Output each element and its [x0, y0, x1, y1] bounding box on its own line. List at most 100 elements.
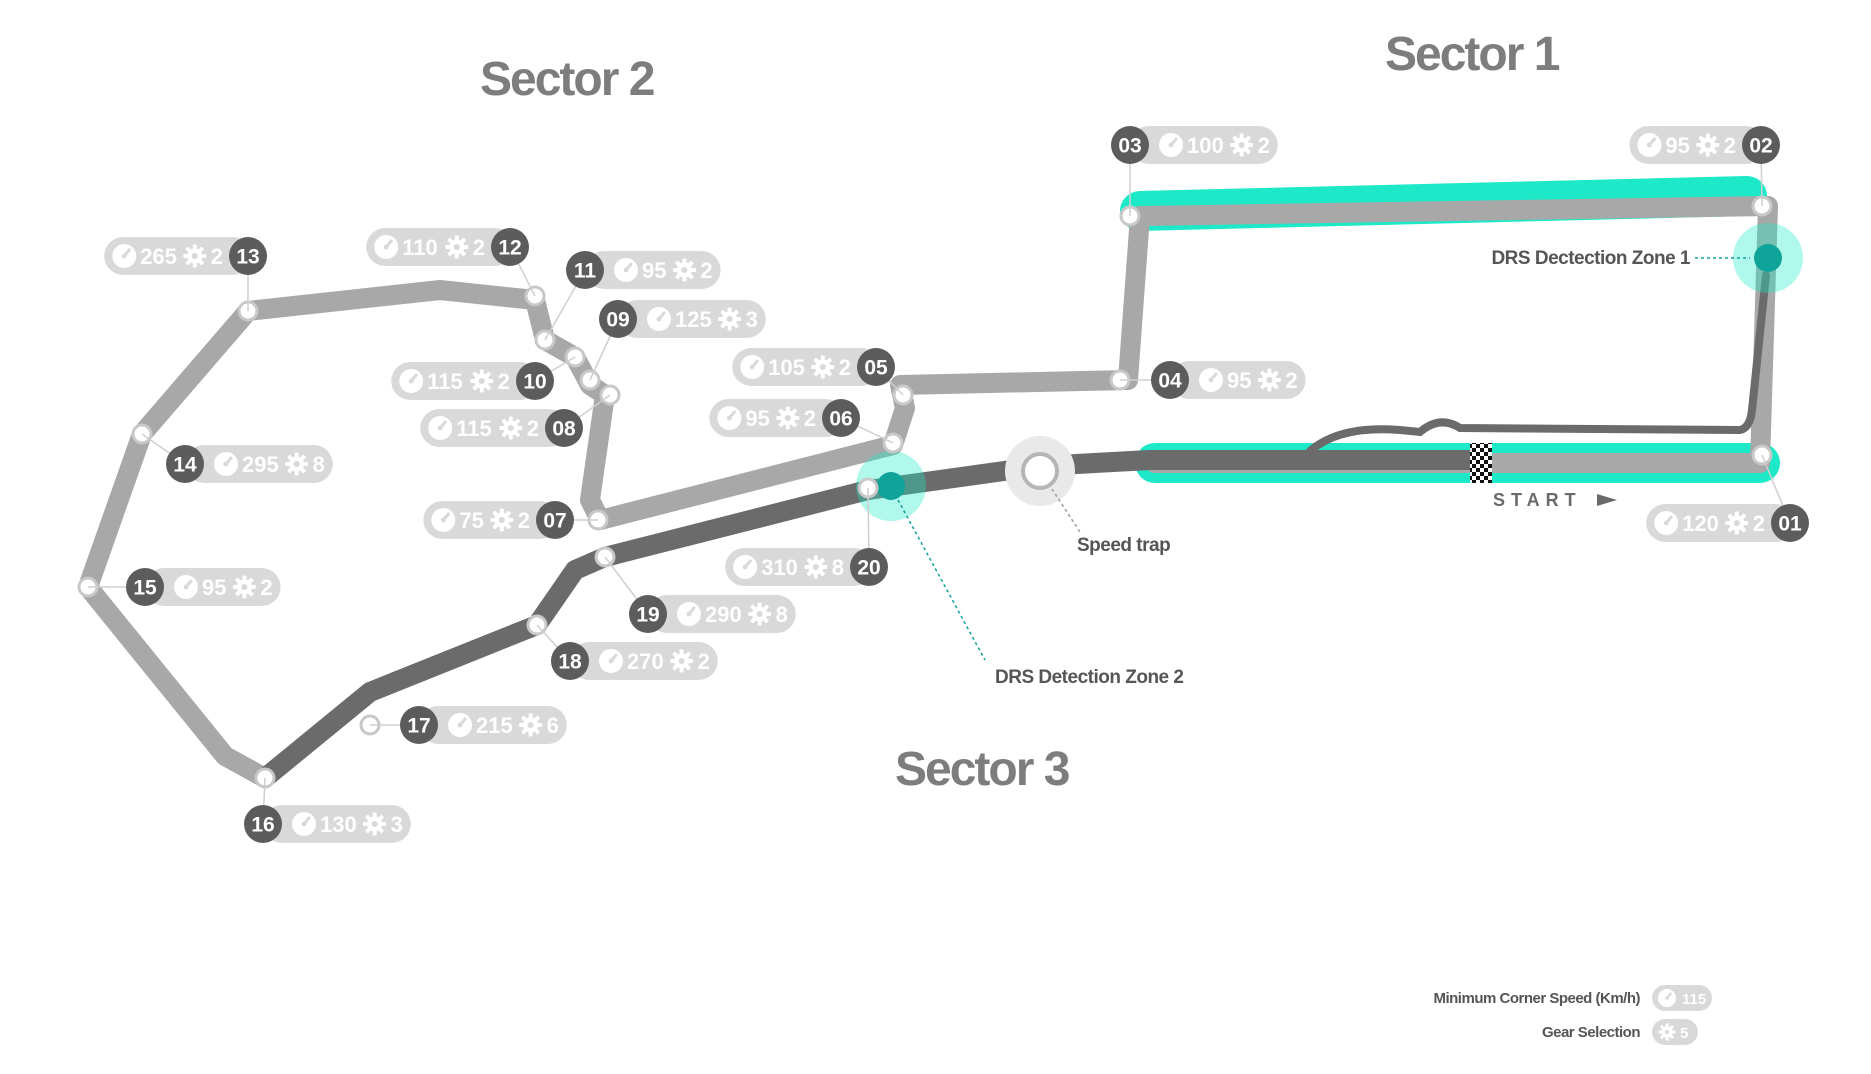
corner-speed: 115 [456, 416, 492, 441]
start-finish-line [1470, 443, 1492, 483]
corner-gear: 6 [547, 713, 559, 738]
gear-icon [718, 307, 742, 331]
corner-number-badge [400, 706, 438, 744]
corner-speed: 95 [1665, 133, 1689, 158]
corner-number-badge [850, 548, 888, 586]
speedometer-icon [428, 416, 453, 440]
corner-gear: 2 [473, 235, 485, 260]
corner-gear: 3 [391, 812, 403, 837]
corner-speed: 270 [627, 649, 664, 674]
corner-number: 12 [498, 237, 521, 260]
corner-number-badge [629, 595, 667, 633]
drs-detection-2-dot [877, 472, 905, 500]
legend-gear-label: Gear Selection [1542, 1024, 1640, 1041]
sector-2-title: Sector 2 [480, 53, 654, 106]
corner-number: 01 [1778, 513, 1802, 536]
gear-icon [1230, 133, 1254, 157]
legend-speed-icon [1658, 989, 1676, 1007]
corner-speed: 290 [705, 602, 742, 627]
corner-number: 14 [173, 454, 197, 477]
corner-pill [104, 237, 252, 275]
corner-gear: 2 [527, 416, 539, 441]
speedometer-icon [1637, 133, 1662, 157]
corner-gear: 3 [746, 307, 758, 332]
speedometer-icon [448, 713, 472, 737]
gear-icon [670, 649, 694, 673]
speedometer-icon [374, 235, 399, 259]
corner-gear: 2 [1285, 368, 1297, 393]
drs-detection-1-label: DRS Dectection Zone 1 [1491, 248, 1690, 269]
corner-number-badge [566, 251, 604, 289]
corner-number: 15 [133, 577, 157, 600]
speed-trap-leader [1051, 488, 1081, 533]
gear-icon [776, 406, 800, 430]
gear-icon [1725, 511, 1749, 535]
gear-icon [445, 235, 469, 259]
gear-icon [363, 812, 387, 836]
corner-number-badge [545, 409, 583, 447]
gear-icon [499, 416, 523, 440]
corner-gear: 2 [498, 369, 510, 394]
corner-speed: 95 [1227, 368, 1251, 393]
drs-detection-1-dot [1754, 244, 1782, 272]
corner-pill [366, 228, 514, 266]
corner-number: 17 [407, 715, 430, 738]
corner-gear: 2 [518, 508, 530, 533]
corner-number-badge [166, 445, 204, 483]
speedometer-icon [174, 575, 198, 599]
corner-number-badge [491, 228, 529, 266]
corner-gear: 2 [1724, 133, 1736, 158]
corner-number: 09 [606, 309, 629, 332]
corner-number-badge [1151, 361, 1189, 399]
corner-number: 07 [543, 510, 566, 533]
corner-speed: 125 [675, 307, 712, 332]
gear-icon [672, 258, 696, 282]
corner-gear: 8 [776, 602, 788, 627]
corner-speed: 95 [745, 406, 769, 431]
corner-number-badge [229, 237, 267, 275]
gear-icon [1257, 368, 1281, 392]
corner-gear: 2 [211, 244, 223, 269]
speedometer-icon [1199, 368, 1223, 392]
speedometer-icon [399, 369, 424, 393]
corner-number-badge [536, 501, 574, 539]
corner-number-badge [516, 362, 554, 400]
corner-speed: 310 [761, 555, 798, 580]
pit-lane [1306, 271, 1770, 455]
corner-pill [725, 548, 873, 586]
corner-pill [732, 348, 880, 386]
corner-gear: 8 [313, 452, 325, 477]
corner-number: 08 [552, 418, 576, 441]
speedometer-icon [214, 452, 238, 476]
corner-speed: 100 [1187, 133, 1224, 158]
gear-icon [285, 452, 309, 476]
legend-gear-value: 5 [1680, 1025, 1688, 1042]
gear-icon [811, 355, 835, 379]
corner-number-badge [1742, 126, 1780, 164]
speedometer-icon [614, 258, 638, 282]
legend-speed-value: 115 [1682, 991, 1706, 1008]
speedometer-icon [431, 508, 456, 532]
corner-speed: 130 [320, 812, 357, 837]
corner-speed: 120 [1682, 511, 1719, 536]
corner-number: 06 [829, 408, 852, 431]
legend-gear-icon [1658, 1023, 1676, 1041]
gear-icon [804, 555, 828, 579]
speedometer-icon [599, 649, 623, 673]
corner-speed: 95 [642, 258, 666, 283]
start-label: START [1493, 490, 1582, 510]
corner-gear: 2 [700, 258, 712, 283]
corner-speed: 105 [768, 355, 805, 380]
corner-number: 18 [558, 651, 582, 674]
gear-icon [1696, 133, 1720, 157]
